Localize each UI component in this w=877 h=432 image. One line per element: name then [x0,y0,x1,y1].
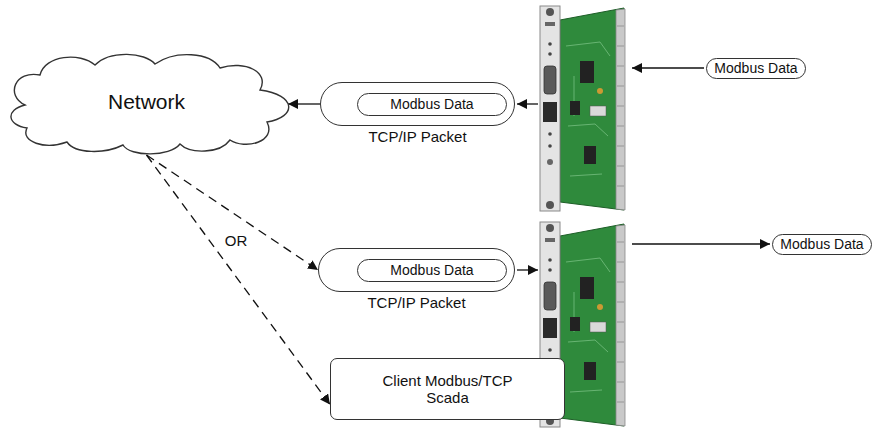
packet-caption: TCP/IP Packet [368,128,466,145]
dashed-connector [147,155,319,270]
tcp-packet: Modbus DataTCP/IP Packet [320,82,515,126]
node-text: Modbus Data [780,236,863,252]
modbus-data-capsule: Modbus Data [772,234,872,255]
modbus-data-capsule: Modbus Data [706,58,806,79]
dashed-connector [147,155,331,405]
network-cloud: Network [5,50,288,155]
flow-arrow [632,67,704,68]
interface-card [540,6,625,211]
cloud-outline [11,54,289,154]
node-text: Modbus Data [390,262,473,278]
packet-caption: TCP/IP Packet [367,294,465,311]
tcp-packet: Modbus DataTCP/IP Packet [318,248,515,292]
choice-label: OR [222,232,251,249]
node-text: Modbus Data [714,60,797,76]
scada-client-box: Client Modbus/TCP Scada [330,358,565,420]
node-text: Network [108,90,185,114]
node-text: Modbus Data [390,96,473,112]
flow-arrow [632,243,770,244]
modbus-data-capsule: Modbus Data [357,259,507,282]
modbus-data-capsule: Modbus Data [357,93,507,116]
node-text: Client Modbus/TCP Scada [373,372,523,407]
flow-arrow [517,103,538,104]
flow-arrow [517,269,538,270]
flow-arrow [288,103,320,104]
